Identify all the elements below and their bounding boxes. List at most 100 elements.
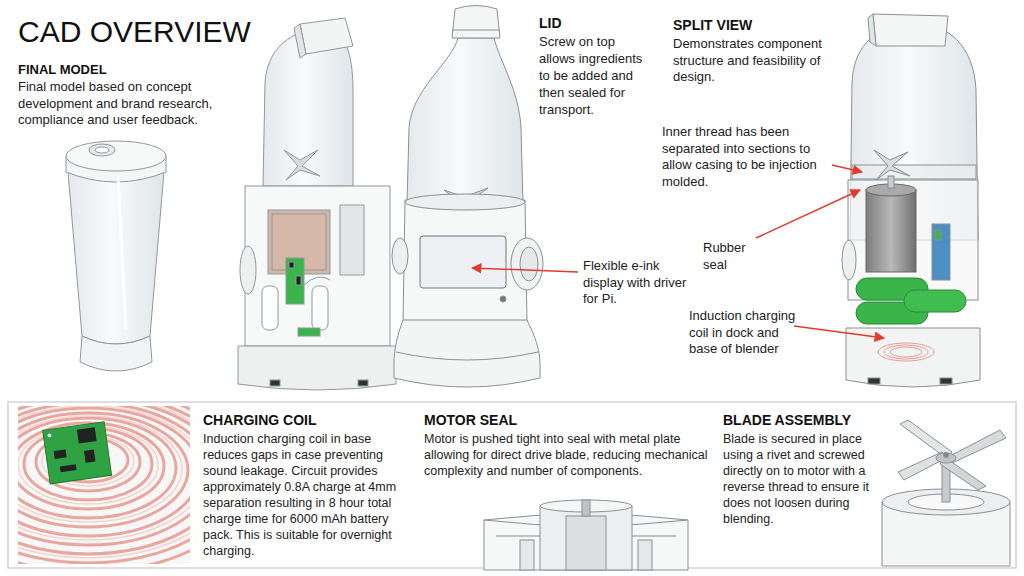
blender-illustration-part	[520, 247, 538, 281]
bottle-illustration-part	[95, 147, 109, 153]
split-view-illustration-part	[846, 328, 980, 387]
split-view-illustration-part	[932, 224, 950, 280]
section-heading: CHARGING COIL	[203, 412, 413, 429]
coil-illustration-part-part	[18, 406, 190, 558]
description-text: Demonstrates component structure and fea…	[673, 36, 849, 86]
leader-lines-part	[756, 190, 860, 238]
motor-seal-illustration-part	[484, 514, 688, 570]
blender-illustration-part	[394, 320, 540, 387]
split-view-illustration-part	[852, 165, 976, 179]
coil-illustration-part-part	[77, 427, 97, 443]
coil-illustration-part-part	[84, 449, 96, 462]
coil-illustration-part	[18, 406, 190, 564]
motor-seal-illustration-part	[638, 540, 652, 570]
blender-illustration	[392, 6, 543, 388]
blender-illustration-part	[403, 200, 527, 322]
coil-illustration	[18, 406, 190, 564]
cutaway-illustration-part	[294, 24, 306, 58]
blender-illustration-part	[452, 30, 500, 31]
description-text: Blade is secured in place using a rivet …	[723, 431, 875, 527]
split-view-illustration-part	[935, 230, 941, 240]
cutaway-illustration-part	[340, 205, 364, 275]
split-view-illustration-part	[866, 190, 916, 272]
cutaway-illustration-part	[286, 258, 304, 304]
blade-illustration-part	[936, 453, 956, 463]
cutaway-illustration-part	[270, 380, 280, 386]
leader-lines-part	[472, 268, 578, 272]
coil-illustration-part-part	[18, 406, 190, 545]
motor-seal-illustration	[484, 500, 688, 570]
cutaway-illustration-part	[358, 380, 368, 386]
coil-illustration-part-part	[18, 408, 190, 536]
cutaway-illustration-part	[240, 246, 256, 294]
leader-lines-part	[832, 165, 862, 172]
motor-seal-illustration-part	[582, 500, 590, 516]
motor-seal-illustration-part	[566, 516, 606, 570]
cutaway-illustration-part	[284, 150, 320, 180]
split-view-illustration-part	[873, 14, 948, 46]
split-view-illustration-part	[842, 240, 856, 280]
cutaway-illustration-part	[289, 262, 294, 268]
coil-illustration-part-part	[60, 464, 77, 472]
cutaway-illustration	[238, 18, 396, 390]
cutaway-illustration-part	[262, 286, 278, 330]
bottle-illustration-part	[68, 172, 164, 344]
blender-illustration-part	[420, 236, 506, 288]
split-view-illustration-part	[868, 14, 876, 46]
split-view-illustration-part	[940, 378, 952, 384]
coil-illustration-part-part	[18, 418, 176, 518]
coil-illustration-part	[43, 422, 112, 484]
blender-illustration-part	[511, 238, 543, 290]
split-view-illustration-part	[868, 378, 880, 384]
description-text: Screw on top allows ingredients to be ad…	[539, 33, 651, 118]
blender-illustration-part	[392, 238, 408, 274]
blender-illustration-part	[452, 6, 500, 39]
callout-label: Inner thread has been separated into sec…	[662, 124, 827, 190]
coil-illustration-part-part	[18, 416, 182, 522]
section-heading: FINAL MODEL	[18, 62, 248, 78]
callout-label: Rubber seal	[703, 240, 765, 273]
split-view-illustration-part	[904, 290, 966, 312]
section-heading: MOTOR SEAL	[424, 412, 704, 429]
blender-illustration-part	[407, 38, 523, 204]
blender-illustration-part	[405, 194, 525, 210]
coil-illustration-part-part	[18, 406, 190, 564]
bottle-illustration-part	[118, 176, 126, 330]
cutaway-illustration-part	[300, 18, 353, 54]
bottle-illustration-part	[66, 141, 166, 171]
blade-illustration	[882, 420, 1010, 566]
coil-illustration-part-part	[18, 406, 190, 554]
bottle-illustration	[66, 141, 166, 371]
cutaway-illustration-part	[238, 346, 396, 390]
coil-illustration-part-part	[18, 406, 190, 563]
bottle-illustration-part	[89, 144, 115, 156]
section-heading: SPLIT VIEW	[673, 17, 873, 34]
cutaway-illustration-part	[296, 276, 301, 285]
coil-illustration-part	[18, 406, 190, 558]
split-view-illustration-part	[890, 347, 922, 357]
blender-illustration-part	[500, 296, 506, 302]
callout-label: Flexible e-ink display with driver for P…	[583, 258, 691, 308]
split-view-illustration-part	[884, 345, 928, 359]
coil-illustration-part-part	[47, 433, 52, 438]
cutaway-illustration-part	[245, 186, 390, 346]
description-text: Induction charging coil in base reduces …	[203, 431, 419, 559]
cutaway-illustration-part	[298, 328, 320, 336]
blender-illustration-part	[396, 352, 538, 360]
description-text: Final model based on concept development…	[18, 79, 254, 129]
bottle-illustration-part	[80, 336, 152, 371]
coil-illustration-part-part	[54, 449, 67, 459]
motor-seal-illustration-part	[496, 536, 540, 537]
motor-seal-illustration-part	[632, 536, 676, 537]
leader-lines-part	[794, 326, 884, 338]
split-view-illustration-part	[888, 176, 894, 188]
leader-lines	[472, 165, 884, 338]
coil-illustration-part-part	[18, 406, 190, 540]
split-view-illustration	[842, 14, 980, 387]
section-heading: LID	[539, 15, 649, 32]
split-view-illustration-part	[878, 343, 934, 361]
blade-illustration-part	[942, 466, 950, 502]
callout-label: Induction charging coil in dock and base…	[689, 308, 801, 358]
